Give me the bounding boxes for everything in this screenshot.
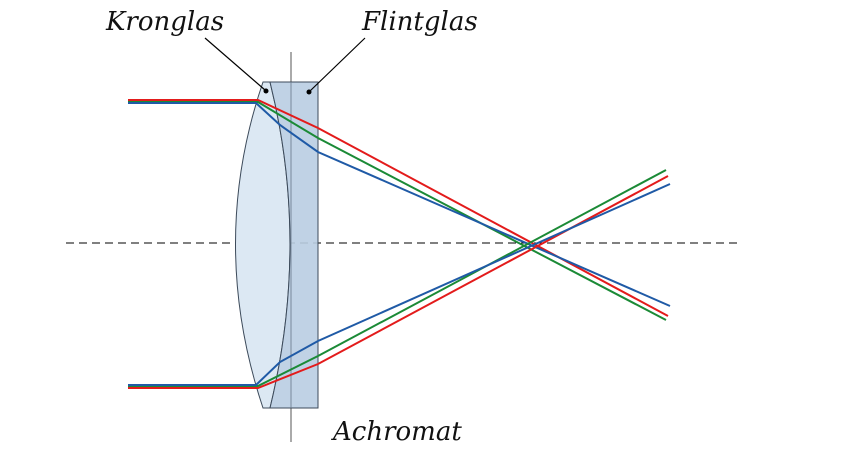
flint-leader-line	[309, 37, 366, 92]
ray-blue-bottom	[128, 183, 671, 386]
ray-red-bottom	[128, 175, 669, 389]
ray-green-top	[128, 101, 667, 321]
achromat-label: Achromat	[331, 417, 462, 447]
crown-leader-dot	[263, 88, 269, 94]
crown-glass-label: Kronglas	[105, 7, 224, 37]
crown-leader-line	[204, 37, 266, 91]
ray-red-top	[128, 99, 669, 317]
ray-blue-top	[128, 102, 671, 307]
flint-glass-element	[269, 81, 319, 409]
flint-leader-dot	[306, 89, 312, 95]
flint-glass-label: Flintglas	[361, 7, 478, 37]
